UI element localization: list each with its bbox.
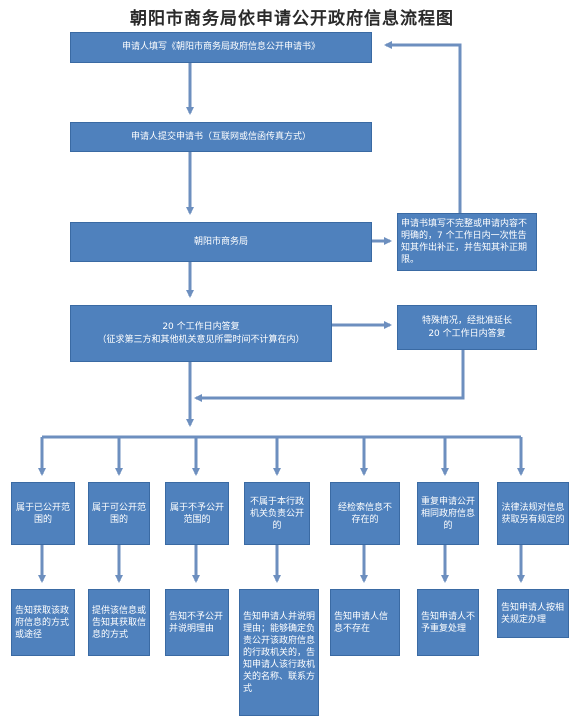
reply-text: 20 个工作日内答复 （征求第三方和其他机关意见所需时间不计算在内）: [97, 321, 305, 345]
result-box-3: 告知不予公开并说明理由: [165, 589, 229, 656]
result-text: 告知申请人不予重复处理: [421, 611, 476, 634]
case-box-5: 经检索信息不存在的: [330, 482, 400, 545]
result-box-6: 告知申请人不予重复处理: [417, 589, 479, 656]
case-box-6: 重复申请公开相同政府信息的: [417, 482, 479, 545]
result-text: 告知获取该政府信息的方式或途径: [15, 605, 70, 640]
case-text: 经检索信息不存在的: [337, 502, 392, 525]
reply-box: 20 个工作日内答复 （征求第三方和其他机关意见所需时间不计算在内）: [70, 305, 332, 362]
case-text: 属于不予公开范围的: [169, 502, 224, 525]
case-text: 不属于本行政机关负责公开的: [249, 496, 304, 531]
result-box-2: 提供该信息或告知其获取信息的方式: [88, 589, 150, 656]
case-text: 属于已公开范围的: [15, 502, 70, 525]
bureau-box: 朝阳市商务局: [70, 222, 372, 262]
case-text: 法律法规对信息获取另有规定的: [501, 502, 565, 525]
case-box-2: 属于可公开范围的: [88, 482, 150, 545]
incomplete-box: 申请书填写不完整或申请内容不明确的，7 个工作日内一次性告知其作出补正，并告知其…: [397, 213, 537, 271]
extension-text: 特殊情况，经批准延长 20 个工作日内答复: [421, 315, 512, 339]
result-text: 告知申请人按相关规定办理: [501, 602, 565, 625]
submit-form-box: 申请人提交申请书（互联网或信函传真方式）: [70, 122, 372, 152]
case-box-4: 不属于本行政机关负责公开的: [244, 482, 310, 545]
arrow-incomplete-to-fill: [384, 41, 462, 213]
result-text: 告知申请人并说明理由；能够确定负责公开该政府信息的行政机关的，告知申请人该行政机…: [243, 611, 316, 694]
case-box-3: 属于不予公开范围的: [165, 482, 229, 545]
case-box-7: 法律法规对信息获取另有规定的: [497, 482, 569, 545]
result-box-1: 告知获取该政府信息的方式或途径: [11, 589, 75, 656]
arrow-extension-to-branch: [194, 350, 465, 402]
result-box-4: 告知申请人并说明理由；能够确定负责公开该政府信息的行政机关的，告知申请人该行政机…: [239, 589, 319, 716]
extension-box: 特殊情况，经批准延长 20 个工作日内答复: [397, 305, 537, 350]
fill-form-text: 申请人填写《朝阳市商务局政府信息公开申请书》: [121, 42, 320, 52]
result-box-5: 告知申请人信息不存在: [330, 589, 400, 656]
case-text: 属于可公开范围的: [92, 502, 147, 525]
page-title: 朝阳市商务局依申请公开政府信息流程图: [130, 9, 454, 29]
result-text: 提供该信息或告知其获取信息的方式: [92, 605, 147, 640]
submit-form-text: 申请人提交申请书（互联网或信函传真方式）: [130, 131, 311, 142]
bureau-text: 朝阳市商务局: [193, 236, 248, 247]
result-text: 告知申请人信息不存在: [334, 611, 389, 634]
case-box-1: 属于已公开范围的: [11, 482, 75, 545]
incomplete-text: 申请书填写不完整或申请内容不明确的，7 个工作日内一次性告知其作出补正，并告知其…: [401, 219, 528, 265]
fill-form-box: 申请人填写《朝阳市商务局政府信息公开申请书》: [70, 32, 372, 63]
result-box-7: 告知申请人按相关规定办理: [497, 589, 569, 638]
result-text: 告知不予公开并说明理由: [169, 611, 224, 634]
case-text: 重复申请公开相同政府信息的: [421, 496, 476, 531]
